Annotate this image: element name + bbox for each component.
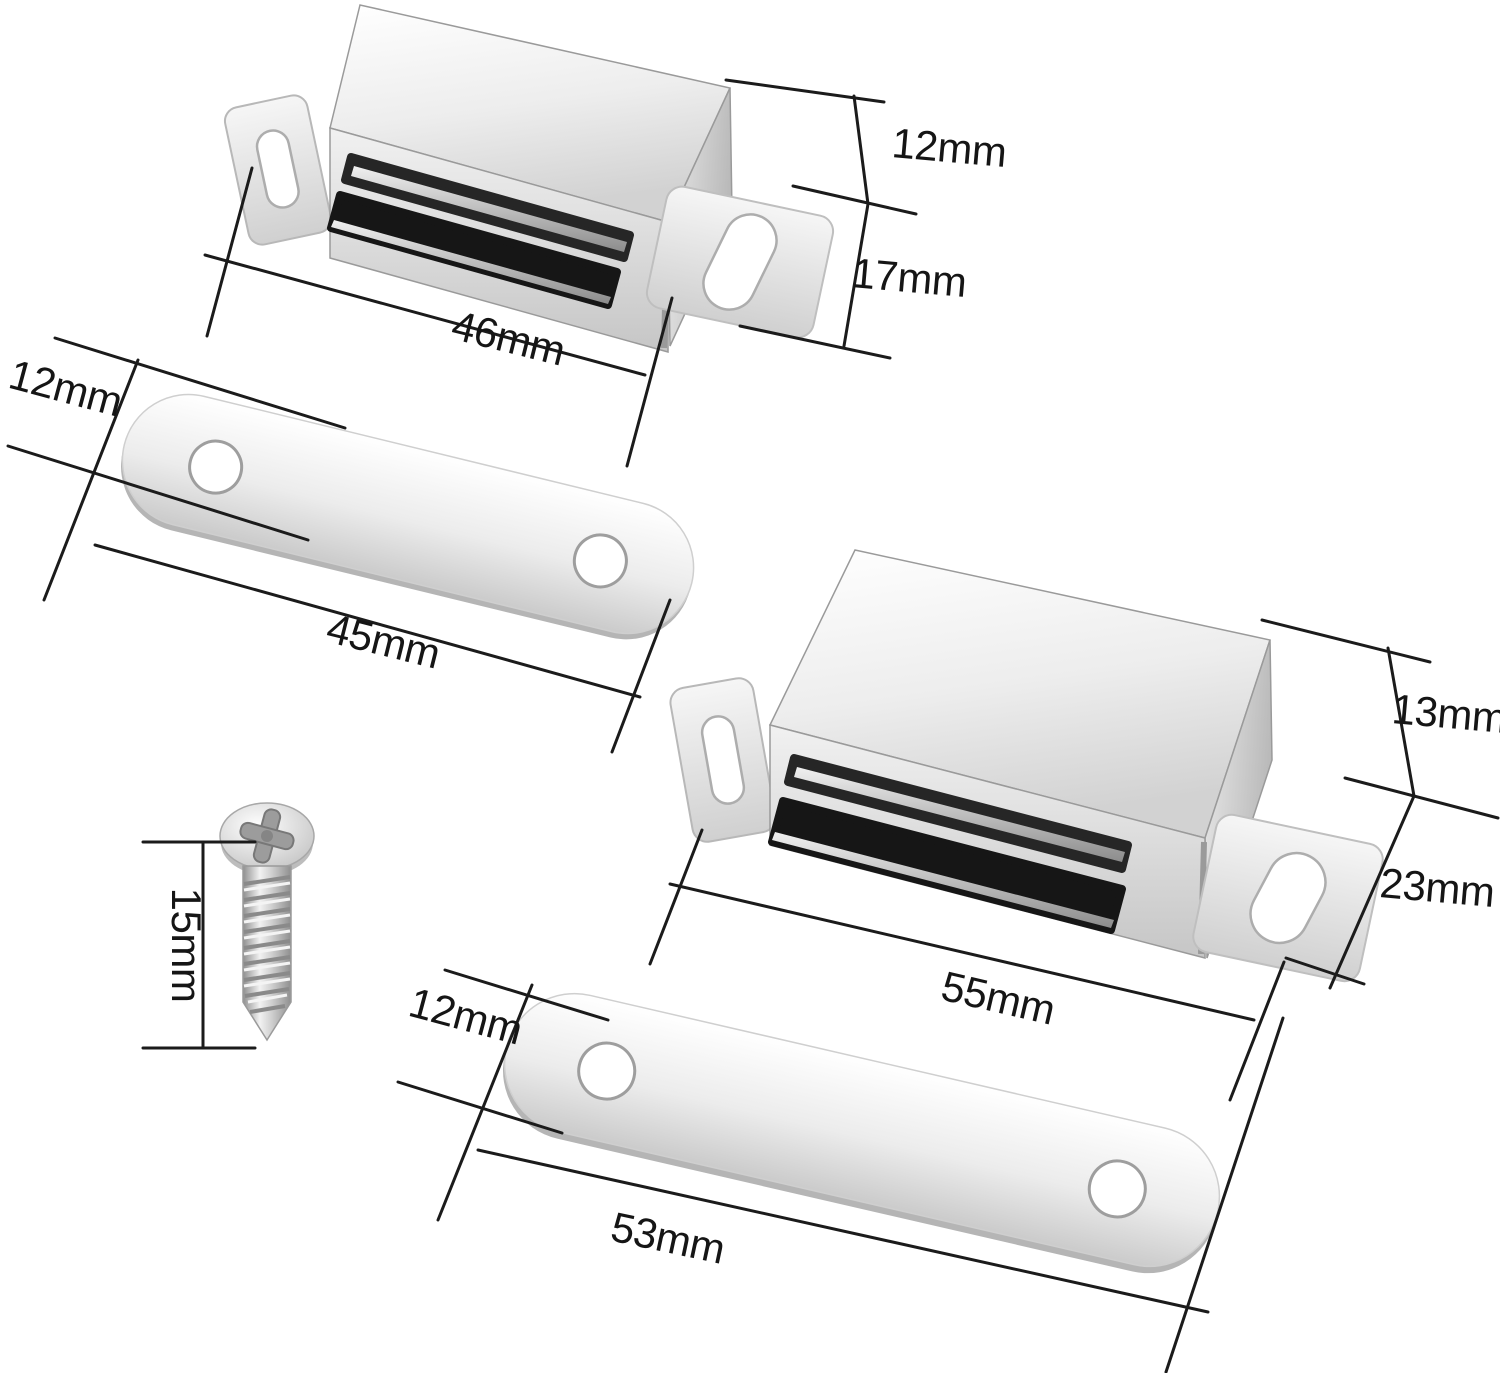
dimension-line <box>852 94 870 206</box>
extension-line <box>724 78 886 104</box>
catch-small-lower-slot <box>327 191 621 309</box>
strike-plate-large <box>502 992 1221 1274</box>
screw-threads <box>243 875 291 1014</box>
catch-small-depth-label: 17mm <box>850 249 968 306</box>
strike-plate-large-hole-right <box>1087 1159 1147 1219</box>
extension-line <box>1260 618 1432 664</box>
catch-large-left-ear <box>669 677 777 843</box>
catch-small-left-ear-hole <box>255 129 300 209</box>
catch-small-height-label: 12mm <box>890 119 1008 176</box>
catch-small-right-ear-hole <box>702 213 778 311</box>
extension-line <box>648 828 704 966</box>
screw-phillips-cross <box>239 808 295 864</box>
catch-large-length-label: 55mm <box>937 962 1059 1034</box>
strike-plate-small-body <box>121 393 695 635</box>
catch-small-upper-slot-keeper <box>351 166 627 252</box>
catch-large-depth-label: 23mm <box>1378 859 1496 916</box>
catch-large-left-ear-hole <box>700 715 746 805</box>
dimension-line <box>42 358 140 602</box>
extension-line <box>1164 1016 1285 1373</box>
dimension-line <box>668 882 1256 1022</box>
screw <box>219 802 315 1042</box>
strike-plate-small <box>121 393 695 640</box>
extension-line <box>738 324 892 360</box>
catch-large-upper-slot-keeper <box>794 767 1125 862</box>
dim-screw-length: 15mm <box>141 840 257 1050</box>
extension-line <box>625 296 674 468</box>
catch-large-lower-slot-lip <box>772 832 1114 928</box>
dim-catch-large-height-depth: 13mm 23mm <box>1260 618 1500 990</box>
strike-plate-small-width-label: 12mm <box>4 350 127 425</box>
extension-line <box>1284 956 1366 986</box>
strike-plate-large-length-label: 53mm <box>607 1203 729 1273</box>
extension-line <box>396 1080 564 1135</box>
catch-large-lower-slot <box>768 797 1126 934</box>
strike-plate-small-hole-left <box>188 439 244 495</box>
extension-line <box>53 336 347 430</box>
dimension-line <box>1328 794 1416 990</box>
extension-line <box>1343 776 1500 820</box>
strike-plate-small-hole-right <box>572 533 628 589</box>
catch-large-right-ear <box>1192 813 1384 983</box>
catch-small-lower-slot-lip <box>331 220 611 304</box>
catch-large <box>669 549 1384 983</box>
extension-line <box>791 184 918 216</box>
dimension-line <box>93 543 642 699</box>
extension-line <box>205 166 254 338</box>
catch-small-right-ear <box>645 185 835 339</box>
dimension-line <box>1386 646 1416 798</box>
extension-line <box>610 598 672 754</box>
strike-plate-small-length-label: 45mm <box>322 604 445 677</box>
screw-thread-highlights <box>243 881 291 1004</box>
extension-line <box>1228 960 1286 1102</box>
dim-catch-small-height-depth: 12mm 17mm <box>724 78 1008 360</box>
dim-strike-plate-large-width: 12mm <box>396 968 610 1222</box>
catch-large-right-ear-hole <box>1249 851 1327 945</box>
catch-small-left-ear <box>223 94 333 246</box>
screw-length-label: 15mm <box>163 888 210 1003</box>
dimension-line <box>436 983 534 1222</box>
dimension-line <box>842 202 870 348</box>
strike-plate-large-hole-left <box>577 1041 637 1101</box>
extension-line <box>6 444 310 542</box>
dimension-line <box>203 253 647 377</box>
dimension-line <box>476 1148 1210 1314</box>
catch-large-height-label: 13mm <box>1390 685 1500 742</box>
catch-small <box>223 4 835 353</box>
